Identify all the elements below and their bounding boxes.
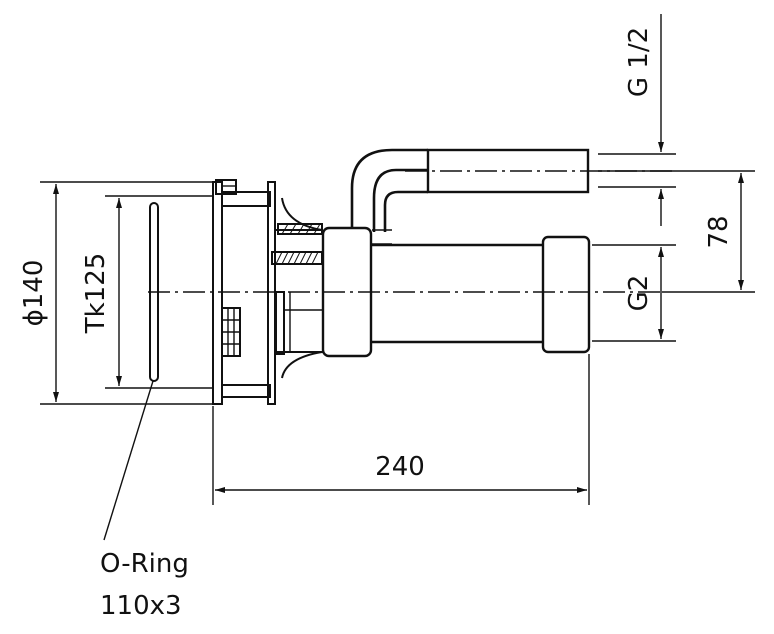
o-ring-shape (103, 202, 159, 541)
78-label: 78 (704, 215, 734, 248)
dimension-g2: G2 (592, 244, 676, 342)
o-ring-label: O-Ring (100, 549, 189, 579)
thread-detail (221, 307, 241, 357)
hose-pipe (350, 148, 590, 245)
hatched-seal (271, 223, 323, 265)
o-ring-callout: O-Ring 110x3 (100, 549, 189, 621)
g2-label: G2 (624, 275, 654, 312)
dimension-240: 240 (212, 354, 590, 505)
phi140-label: ϕ140 (19, 260, 49, 327)
dimension-g-half: G 1/2 (598, 14, 676, 226)
center-lines (148, 170, 675, 293)
dimension-tk125: Tk125 (81, 195, 212, 389)
tk125-label: Tk125 (81, 253, 111, 335)
dimension-phi140: ϕ140 (19, 181, 212, 405)
o-ring-size: 110x3 (100, 591, 182, 621)
g-half-label: G 1/2 (624, 27, 654, 97)
dimension-78: 78 (598, 170, 755, 293)
240-label: 240 (375, 452, 425, 482)
